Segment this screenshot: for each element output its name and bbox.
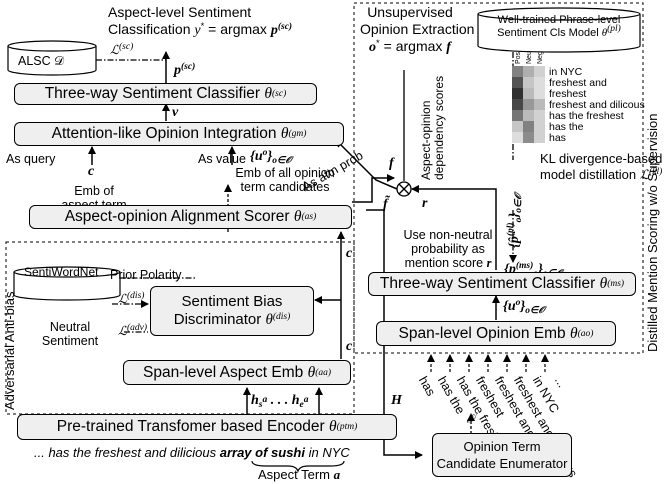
heatmap-cell	[523, 88, 534, 99]
v-label: v	[172, 105, 179, 120]
adv-loss: ℒ(adv)	[118, 323, 148, 338]
alsc-label: ALSC 𝒟	[18, 54, 65, 68]
three-way-sentiment-classifier-sc: Three-way Sentiment Classifier θ(sc)	[14, 83, 317, 105]
aspect-term-label: Aspect Term a	[258, 467, 341, 482]
heatmap-cell	[534, 88, 545, 99]
input-sentence: ... has the freshest and dilicious array…	[34, 445, 350, 460]
sentiment-bias-discriminator: Sentiment Bias Discriminator θ(dis)	[150, 286, 314, 336]
heatmap-cell	[523, 121, 534, 132]
right-title-line2: Opinion Extraction	[360, 21, 475, 37]
c-label-query: c	[88, 164, 95, 179]
heatmap-cell	[534, 77, 545, 88]
span-aspect-label: Span-level Aspect Emb	[142, 363, 304, 381]
heatmap-cell	[512, 88, 523, 99]
heatmap-col-label: Neg	[537, 51, 544, 64]
heatmap-row-label: freshest	[549, 88, 586, 100]
dis-loss: ℒ(dis)	[118, 291, 145, 306]
heatmap-cell	[523, 99, 534, 110]
opinion-term-enumerator: Opinion Term Candidate Enumerator	[432, 433, 572, 477]
enum-label1: Opinion Term	[463, 439, 541, 454]
heatmap-row-label: has the	[549, 121, 584, 133]
heatmap-cell	[512, 99, 523, 110]
three-way-sentiment-classifier-ms: Three-way Sentiment Classifier θ(ms)	[368, 272, 636, 296]
u-set-ms-label: {uo}o∈𝒪	[503, 298, 545, 316]
heatmap-cell	[512, 77, 523, 88]
span-opinion-label: Span-level Opinion Emb	[398, 324, 566, 342]
u-set-label: {uo}o∈𝒪	[250, 148, 292, 166]
kl-label: KL divergence-based model distillation ℒ…	[540, 151, 663, 182]
H-label: H	[391, 393, 402, 408]
f-label: f	[389, 156, 394, 171]
heatmap-row-label: has	[549, 132, 566, 144]
heatmap-cell	[512, 66, 523, 77]
left-title-line2: Classification	[108, 21, 191, 37]
heatmap-col-label: Pos	[515, 51, 522, 64]
heatmap-row-label: in NYC	[549, 66, 583, 78]
as-query-label: As query	[6, 152, 56, 166]
span-level-opinion-emb: Span-level Opinion Emb θ(ao)	[376, 321, 616, 346]
as-value-label: As value	[198, 152, 246, 166]
O-set-label: 𝒪	[466, 411, 475, 426]
pretrained-encoder: Pre-trained Transfomer based Encoder θ(p…	[17, 414, 397, 440]
f-tilde-label: f̃	[383, 197, 388, 212]
sentiwordnet-cylinder	[13, 266, 121, 301]
heatmap-cell	[534, 132, 545, 143]
right-title-line1: Unsupervised	[367, 4, 453, 20]
heatmap-cell	[523, 77, 534, 88]
attention-opinion-integration: Attention-like Opinion Integration θ(gm)	[14, 122, 344, 146]
distilled-frame	[353, 2, 644, 354]
prior-polarity-label: Prior Polarity	[110, 268, 182, 282]
c-label-align: c	[346, 246, 353, 261]
ms-label: Three-way Sentiment Classifier	[379, 275, 596, 292]
heatmap-cell	[512, 132, 523, 143]
attention-label: Attention-like Opinion Integration	[51, 125, 277, 142]
heatmap-cell	[523, 132, 534, 143]
adversarial-frame	[5, 241, 355, 415]
heatmap-cell	[523, 110, 534, 121]
disc-label2: Discriminator	[173, 311, 262, 328]
alsc-loss: ℒ(sc)	[110, 42, 134, 57]
sentiwordnet-label: SentiWordNet	[24, 265, 99, 279]
r-label: r	[422, 196, 428, 211]
sc-label: Three-way Sentiment Classifier	[44, 85, 261, 102]
heatmap-row-label: freshest and	[549, 77, 607, 89]
alignment-label: Aspect-opinion Alignment Scorer	[64, 208, 290, 225]
right-title: Unsupervised Opinion Extraction o* = arg…	[360, 4, 475, 55]
p-sc-label: p(sc)	[174, 62, 196, 78]
phrase-model-label: Well-trained Phrase-level Sentiment Cls …	[497, 14, 621, 39]
aspect-opinion-alignment-scorer: Aspect-opinion Alignment Scorer θ(as)	[29, 205, 352, 229]
heatmap-cell	[534, 99, 545, 110]
c-label-disc: c	[346, 339, 353, 354]
left-title: Aspect-level Sentiment Classification y*…	[108, 4, 293, 38]
heatmap-cell	[512, 121, 523, 132]
encoder-label: Pre-trained Transfomer based Encoder	[56, 418, 325, 435]
left-title-line1: Aspect-level Sentiment	[108, 4, 252, 20]
heatmap-cell	[512, 110, 523, 121]
heatmap-cell	[534, 121, 545, 132]
h-sa-label: hsa . . . hea	[251, 393, 309, 410]
heatmap-cell	[523, 66, 534, 77]
heatmap-row-label: has the freshest	[549, 110, 624, 122]
span-level-aspect-emb: Span-level Aspect Emb θ(aa)	[123, 360, 351, 385]
heatmap-cell	[534, 110, 545, 121]
enum-label2: Candidate Enumerator	[436, 456, 568, 471]
disc-label1: Sentiment Bias	[181, 293, 283, 310]
alsc-cylinder	[7, 40, 97, 76]
heatmap-cell	[534, 66, 545, 77]
heatmap-col-label: Neu	[526, 51, 533, 64]
adversarial-side-label: Adversarial Anti-bias	[2, 291, 17, 411]
phrase-model-cylinder	[477, 7, 641, 53]
distilled-side-label: Distilled Mention Scoring w/o Supervisio…	[645, 113, 660, 352]
heatmap-row-label: freshest and dilicous	[549, 99, 645, 111]
